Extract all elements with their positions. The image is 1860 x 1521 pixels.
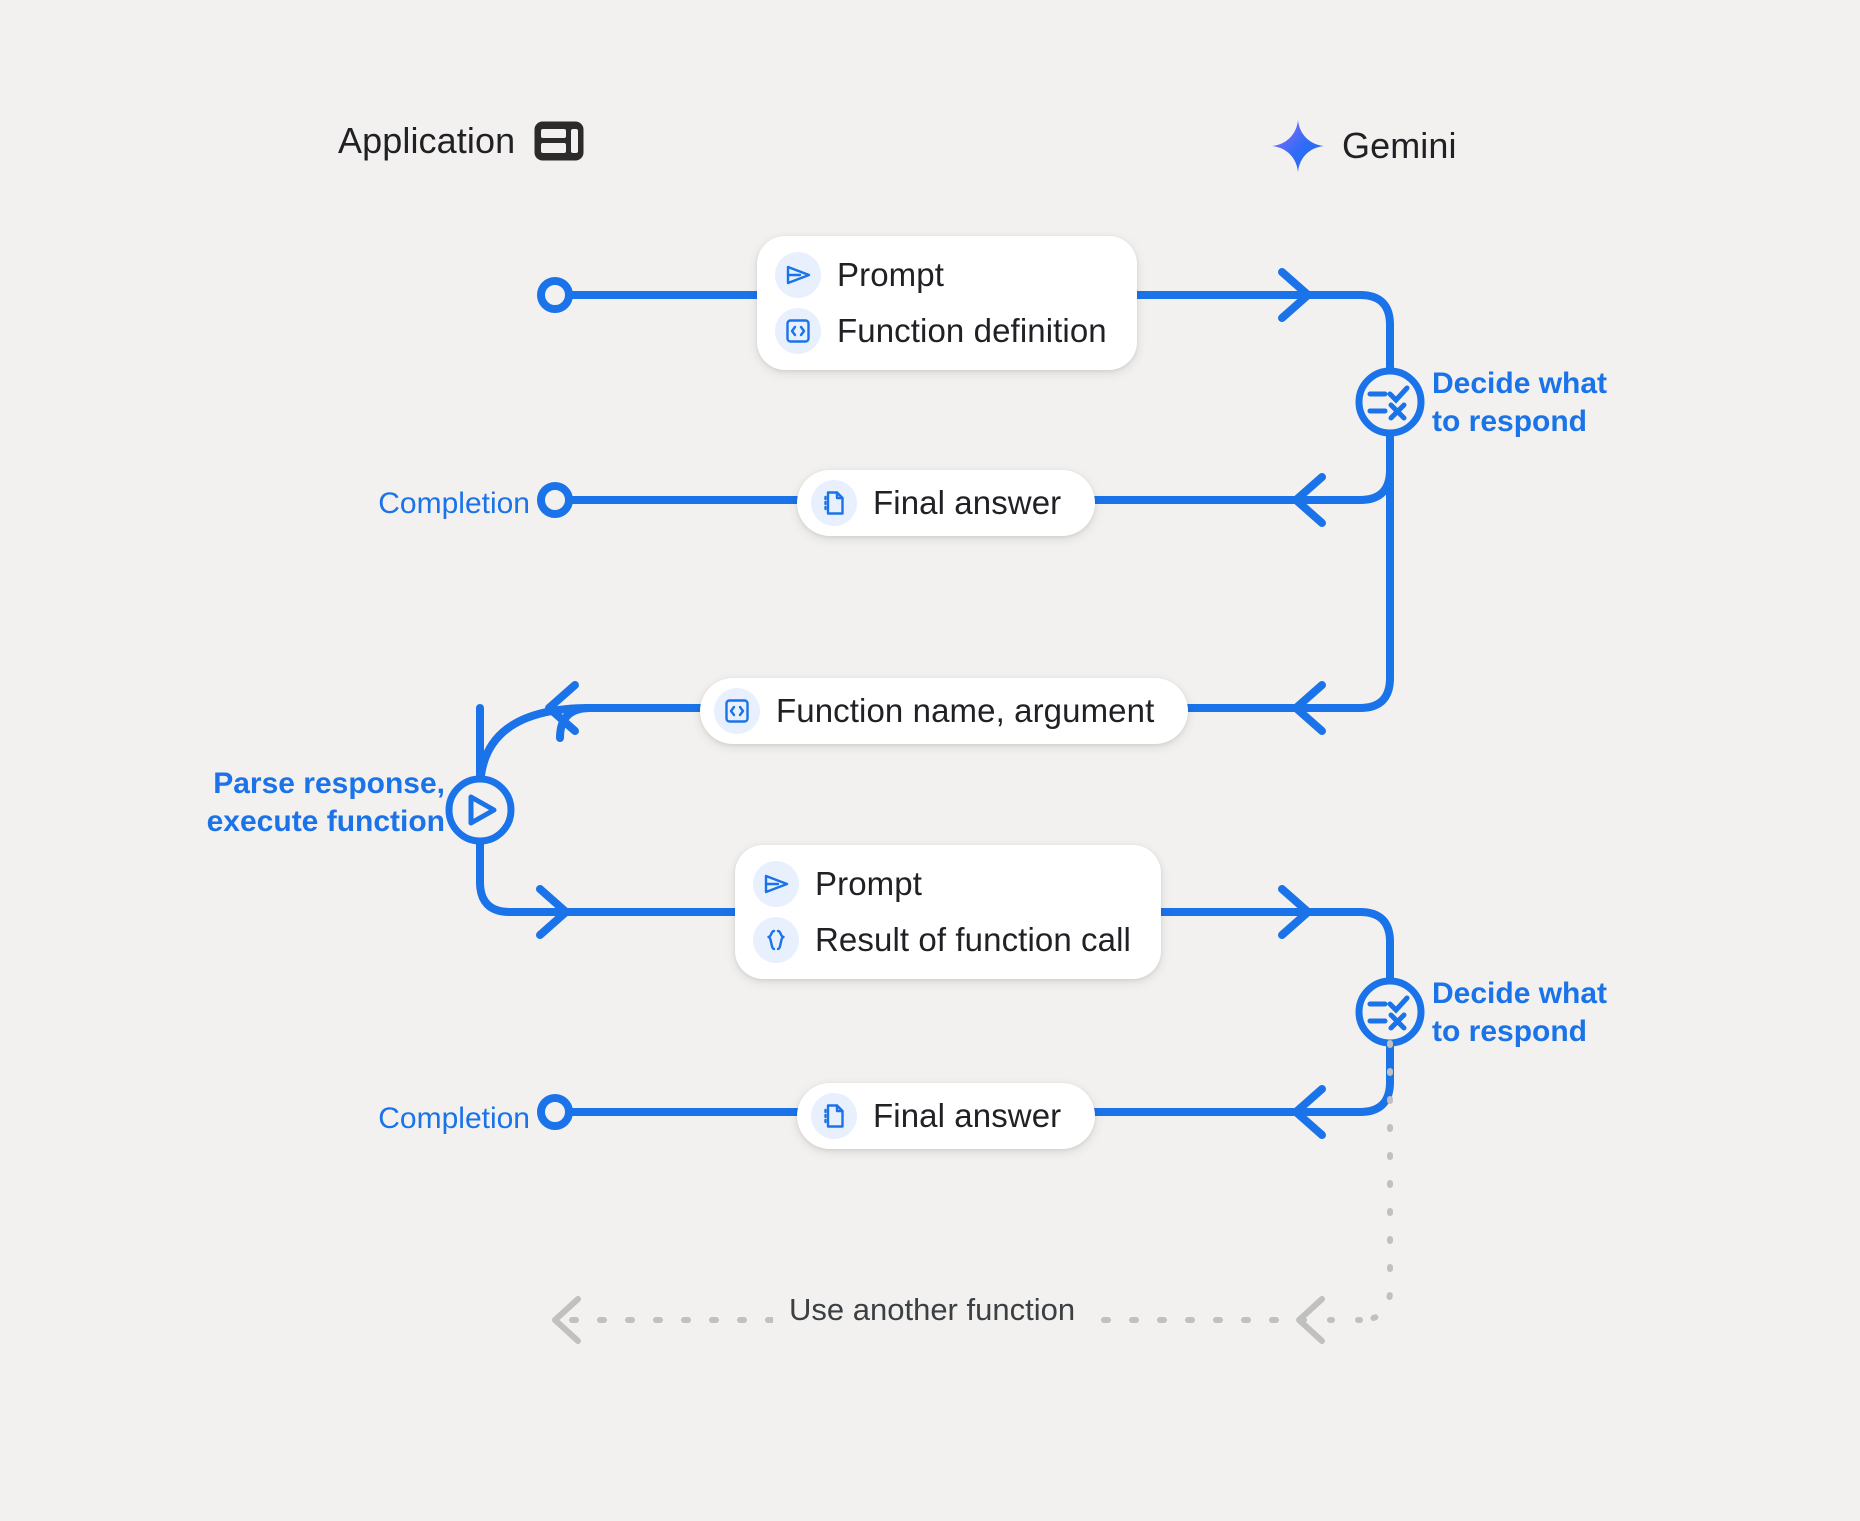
lane-title-application: Application [338, 120, 516, 161]
arrowhead-into-gemini-1 [1278, 268, 1312, 322]
wire-decide-2-down [1298, 1038, 1394, 1116]
lane-header-gemini: Gemini [1272, 120, 1457, 172]
wire-gemini-into-decide-2 [1298, 908, 1394, 986]
label-decide-what-to-respond-1: Decide what to respond [1432, 367, 1608, 439]
message-label: Prompt [815, 865, 922, 902]
message-row: Final answer [811, 480, 1061, 526]
message-label: Function name, argument [776, 692, 1155, 729]
gemini-sparkle-icon [1272, 120, 1324, 172]
wire-function-call-curve-left [476, 704, 594, 794]
send-plane-icon [753, 861, 799, 907]
wire-decide-1-to-function-call [1298, 428, 1394, 712]
node-decide-2 [1355, 977, 1425, 1047]
wire-gemini-into-decide-1 [1298, 291, 1394, 376]
arrowhead-function-call-gemini [1292, 681, 1326, 735]
label-completion-1: Completion [378, 487, 530, 520]
node-decide-1 [1355, 367, 1425, 437]
endpoint-completion-2 [537, 1094, 573, 1130]
endpoint-completion-1 [537, 482, 573, 518]
message-card-function-name-argument: Function name, argument [700, 678, 1189, 744]
message-card-final-answer-1: Final answer [797, 470, 1096, 536]
document-icon [811, 1093, 857, 1139]
message-row: Prompt [775, 252, 1107, 298]
message-label: Result of function call [815, 921, 1131, 958]
message-card-prompt-function-definition: Prompt Function definition [757, 236, 1137, 370]
arrowhead-final-answer-2 [1292, 1085, 1326, 1139]
wire-loop-dashed-vertical [1357, 1040, 1393, 1323]
message-row: Function definition [775, 308, 1107, 354]
message-row: Function name, argument [714, 688, 1154, 734]
message-label: Function definition [837, 312, 1107, 349]
lane-header-application: Application [338, 120, 585, 162]
message-row: Prompt [753, 861, 1131, 907]
arrowhead-loop-gemini [1296, 1296, 1325, 1344]
code-brackets-box-icon [775, 308, 821, 354]
message-row: Final answer [811, 1093, 1061, 1139]
node-parse-execute [445, 775, 515, 845]
message-card-prompt-result-of-function-call: Prompt Result of function call [735, 845, 1161, 979]
label-parse-response-execute-function: Parse response, execute function [206, 767, 445, 839]
message-card-final-answer-2: Final answer [797, 1083, 1096, 1149]
dashboard-layout-icon [533, 120, 585, 162]
message-row: Result of function call [753, 917, 1131, 963]
document-icon [811, 480, 857, 526]
message-label: Prompt [837, 256, 944, 293]
curly-braces-icon [753, 917, 799, 963]
arrowhead-prompt-result-app [536, 885, 570, 939]
arrowhead-loop-application [552, 1296, 581, 1344]
arrowhead-final-answer-1 [1292, 473, 1326, 527]
wire-parse-out-down [476, 836, 559, 916]
code-brackets-box-icon [714, 688, 760, 734]
message-label: Final answer [873, 1097, 1062, 1134]
message-label: Final answer [873, 484, 1062, 521]
label-decide-what-to-respond-2: Decide what to respond [1432, 977, 1608, 1049]
endpoint-start-prompt [537, 277, 573, 313]
loop-label-use-another-function: Use another function [773, 1292, 1092, 1328]
send-plane-icon [775, 252, 821, 298]
label-completion-2: Completion [378, 1102, 530, 1135]
lane-title-gemini: Gemini [1342, 125, 1457, 166]
arrowhead-into-gemini-2 [1278, 885, 1312, 939]
wire-decide-1-down [1298, 428, 1394, 504]
